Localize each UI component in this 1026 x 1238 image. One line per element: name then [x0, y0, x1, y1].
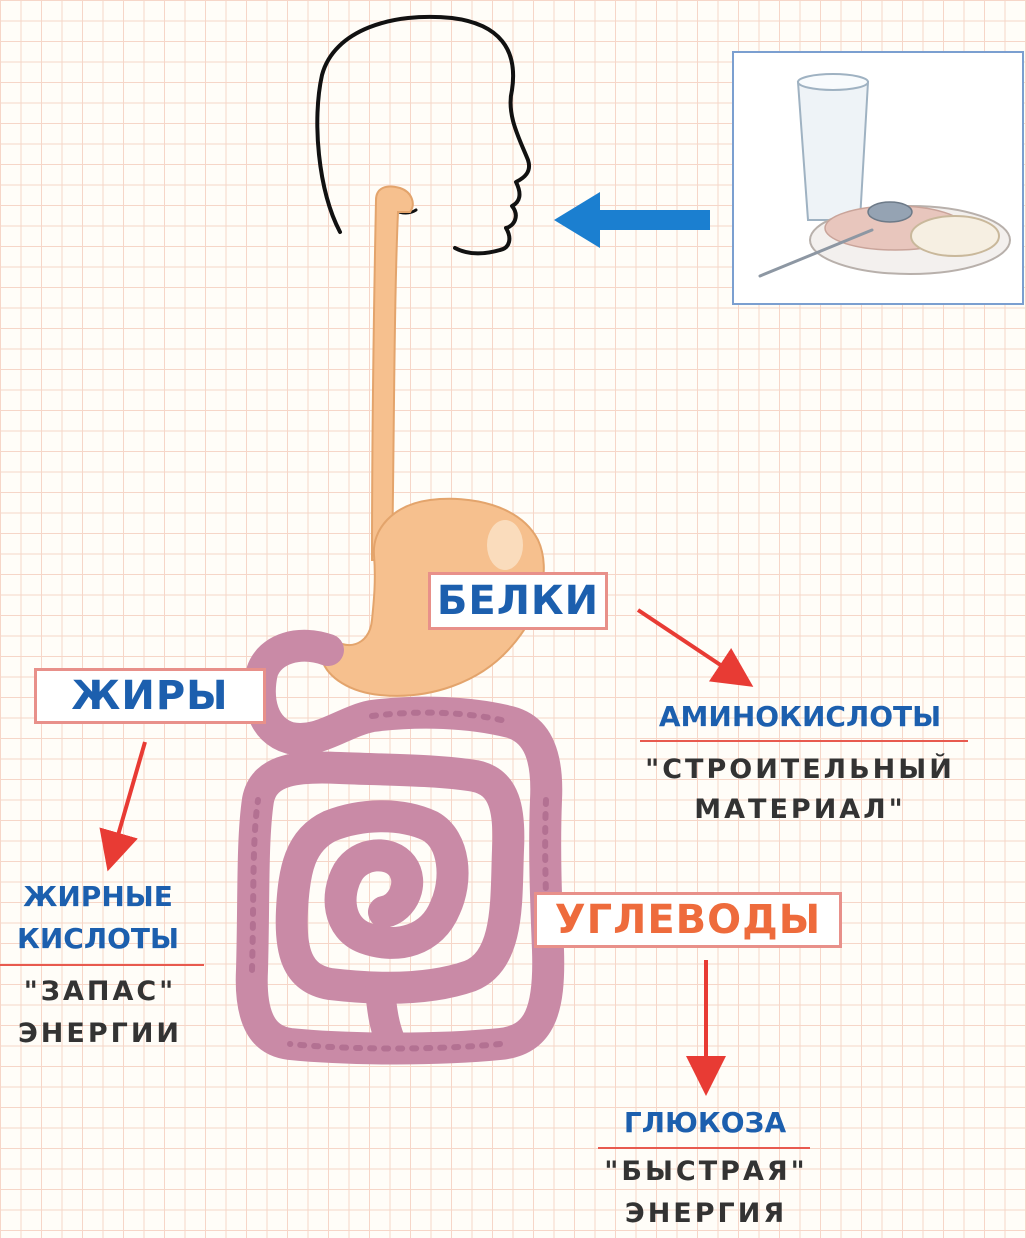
carbohydrates-role-line1: "БЫСТРАЯ" [586, 1152, 826, 1192]
spoon [868, 202, 912, 222]
proteins-role-line1: "СТРОИТЕЛЬНЫЙ [630, 750, 970, 790]
fats-label: ЖИРЫ [34, 668, 266, 724]
proteins-role-line2: МАТЕРИАЛ" [630, 790, 970, 830]
proteins-label: БЕЛКИ [428, 572, 608, 630]
fatty-acids-line2: КИСЛОТЫ [0, 922, 196, 955]
amino-acids-text: АМИНОКИСЛОТЫ [640, 700, 960, 733]
head-outline [317, 17, 529, 254]
fatty-acids-line1: ЖИРНЫЕ [0, 880, 196, 913]
bread-slice [911, 216, 999, 256]
intestines [252, 646, 549, 1049]
proteins-arrow [638, 610, 740, 678]
fats-role-line1: "ЗАПАС" [0, 972, 200, 1012]
glucose-text: ГЛЮКОЗА [600, 1106, 810, 1139]
amino-acids-underline [640, 740, 968, 742]
food-intake-arrow [554, 192, 710, 248]
glucose-underline [598, 1147, 810, 1149]
esophagus [372, 187, 413, 561]
fats-arrow [112, 742, 145, 856]
fatty-acids-underline [0, 964, 204, 966]
colon-tail [380, 990, 390, 1040]
fats-role-line2: ЭНЕРГИИ [0, 1014, 200, 1054]
duodenum-loop [252, 646, 549, 1049]
carbohydrates-role-line2: ЭНЕРГИЯ [586, 1194, 826, 1234]
milk-glass-rim [798, 74, 868, 90]
carbohydrates-label: УГЛЕВОДЫ [534, 892, 842, 948]
stomach-highlight [487, 520, 523, 570]
food-picture [733, 52, 1023, 304]
milk-glass [798, 82, 868, 220]
